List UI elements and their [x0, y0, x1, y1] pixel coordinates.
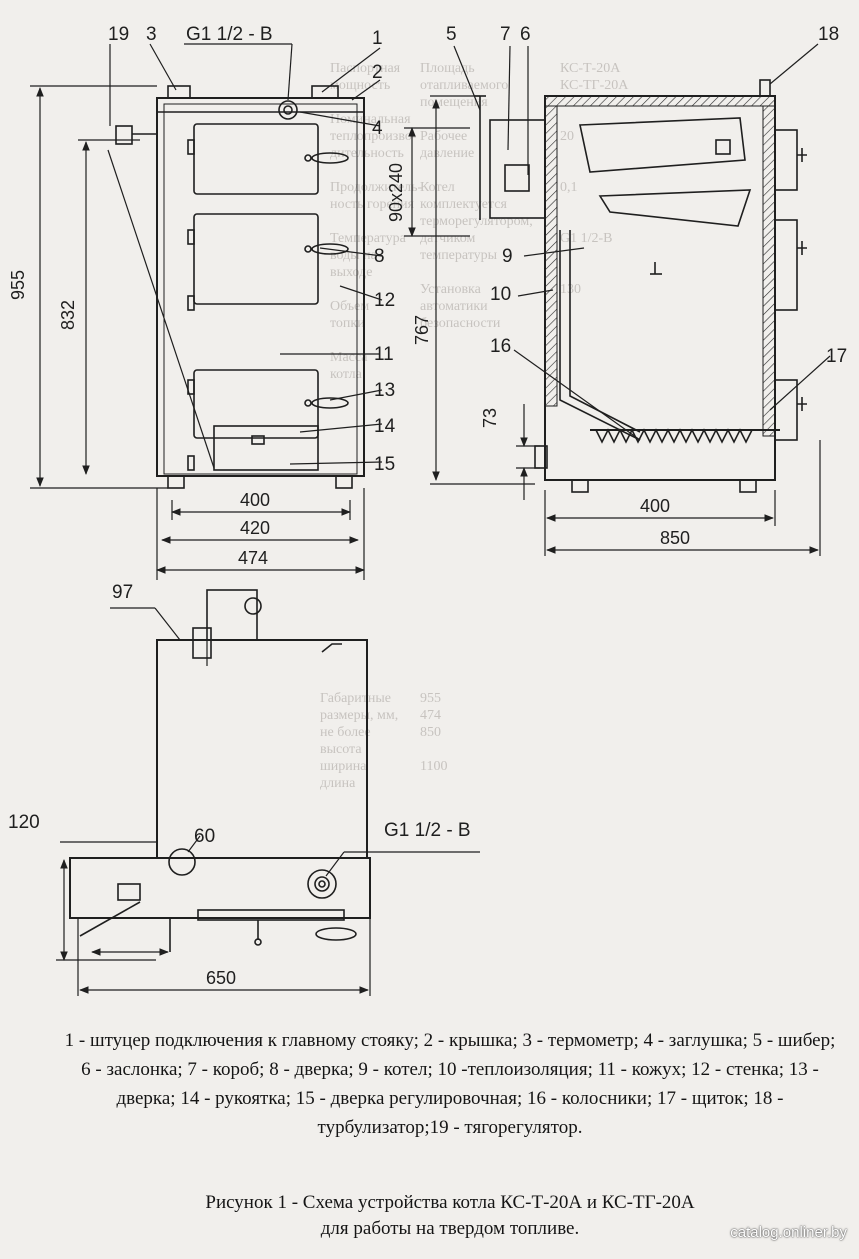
- callout-4: 4: [372, 118, 383, 139]
- callout-5: 5: [446, 24, 457, 45]
- callout-6: 6: [520, 24, 531, 45]
- callout-15: 15: [374, 454, 395, 475]
- callout-97: 97: [112, 582, 133, 603]
- caption-line-2: для работы на твердом топливе.: [320, 1218, 580, 1239]
- dimension-474: 474: [238, 548, 268, 568]
- dimension-400-side: 400: [640, 496, 670, 516]
- callout-11: 11: [374, 344, 394, 365]
- upper-door-outline: [193, 123, 319, 195]
- top-view: [69, 589, 371, 952]
- watermark: catalog.onliner.by: [730, 1224, 847, 1241]
- dimension-650: 650: [206, 968, 236, 988]
- callout-19: 19: [108, 24, 129, 45]
- callout-1: 1: [372, 28, 383, 49]
- dimension-955: 955: [8, 270, 28, 300]
- callout-13: 13: [374, 380, 395, 401]
- caption-line-1: Рисунок 1 - Схема устройства котла КС-Т-…: [205, 1192, 695, 1213]
- callout-thread-top: G1 1/2 - B: [186, 24, 273, 45]
- front-view: [107, 85, 365, 489]
- callout-12: 12: [374, 290, 395, 311]
- dimension-420: 420: [240, 518, 270, 538]
- callout-17: 17: [826, 346, 847, 367]
- callout-8: 8: [374, 246, 385, 267]
- callout-14: 14: [374, 416, 396, 437]
- callout-18: 18: [818, 24, 839, 45]
- dimension-400-front: 400: [240, 490, 270, 510]
- parts-legend: 1 - штуцер подключения к главному стояку…: [64, 1030, 836, 1138]
- figure-caption: Рисунок 1 - Схема устройства котла КС-Т-…: [60, 1190, 840, 1242]
- dimension-73: 73: [480, 408, 500, 428]
- callout-2: 2: [372, 62, 383, 83]
- callout-10: 10: [490, 284, 511, 305]
- callout-3: 3: [146, 24, 157, 45]
- callout-16: 16: [490, 336, 511, 357]
- callout-thread-bottom: G1 1/2 - B: [384, 820, 471, 841]
- dimension-850: 850: [660, 528, 690, 548]
- side-section-view: [474, 79, 807, 493]
- dimension-767: 767: [412, 315, 432, 345]
- boiler-drawing: 19 3 G1 1/2 - B 1 2 4 8 12 11 13 14 15 5…: [8, 24, 847, 996]
- callout-9: 9: [502, 246, 513, 267]
- dimension-90x240: 90x240: [386, 163, 406, 222]
- dimension-832: 832: [58, 300, 78, 330]
- callout-60: 60: [194, 826, 215, 847]
- callout-7: 7: [500, 24, 511, 45]
- callout-120: 120: [8, 812, 40, 833]
